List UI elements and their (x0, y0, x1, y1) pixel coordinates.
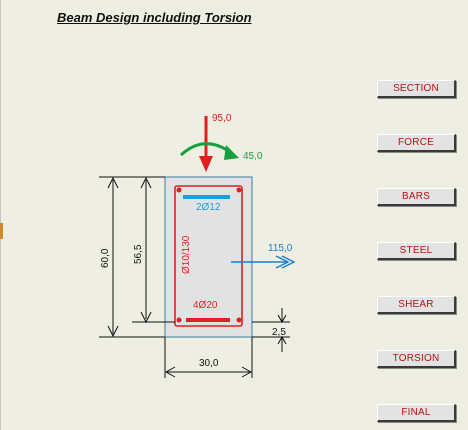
section-button[interactable]: SECTION (377, 80, 456, 98)
force-button[interactable]: FORCE (377, 134, 456, 152)
vertical-force-arrowhead (199, 156, 213, 172)
width-dim-label: 30,0 (199, 358, 219, 369)
cover-dim-label: 2,5 (272, 327, 286, 338)
torsion-moment-value: 45,0 (243, 151, 263, 162)
horizontal-force-arrowhead (275, 255, 296, 269)
height-dim-arrow-top (107, 176, 119, 189)
stirrup (174, 185, 243, 327)
torsion-moment-arrowhead (224, 145, 239, 160)
horizontal-force-value: 115,0 (268, 243, 293, 254)
top-bars-label: 2Ø12 (196, 202, 221, 213)
page-title: Beam Design including Torsion (57, 10, 252, 25)
stirrups-label: Ø10/130 (181, 235, 192, 274)
steel-button[interactable]: STEEL (377, 242, 456, 260)
cover-dim-arrow-top (277, 314, 287, 324)
corner-bar (176, 187, 182, 193)
cover-dim-arrow-bottom (277, 335, 287, 345)
depth-dim-arrow-bottom (140, 311, 152, 324)
window-left-edge (0, 0, 1, 430)
depth-dim-label: 56,5 (133, 244, 144, 264)
bottom-bars-label: 4Ø20 (193, 300, 218, 311)
corner-bar (176, 317, 182, 323)
vertical-force-value: 95,0 (212, 113, 232, 124)
height-dim-arrow-bottom (107, 325, 119, 338)
concrete-section (164, 176, 253, 338)
selection-marker (0, 223, 3, 239)
bars-button[interactable]: BARS (377, 188, 456, 206)
corner-bar (236, 317, 242, 323)
width-dim-arrow-left (164, 366, 176, 378)
shear-button[interactable]: SHEAR (377, 296, 456, 314)
height-dim-label: 60,0 (100, 248, 111, 268)
depth-dim-arrow-top (140, 176, 152, 189)
width-dim-arrow-right (241, 366, 253, 378)
torsion-button[interactable]: TORSION (377, 350, 456, 368)
final-button[interactable]: FINAL (377, 404, 456, 422)
corner-bar (236, 187, 242, 193)
